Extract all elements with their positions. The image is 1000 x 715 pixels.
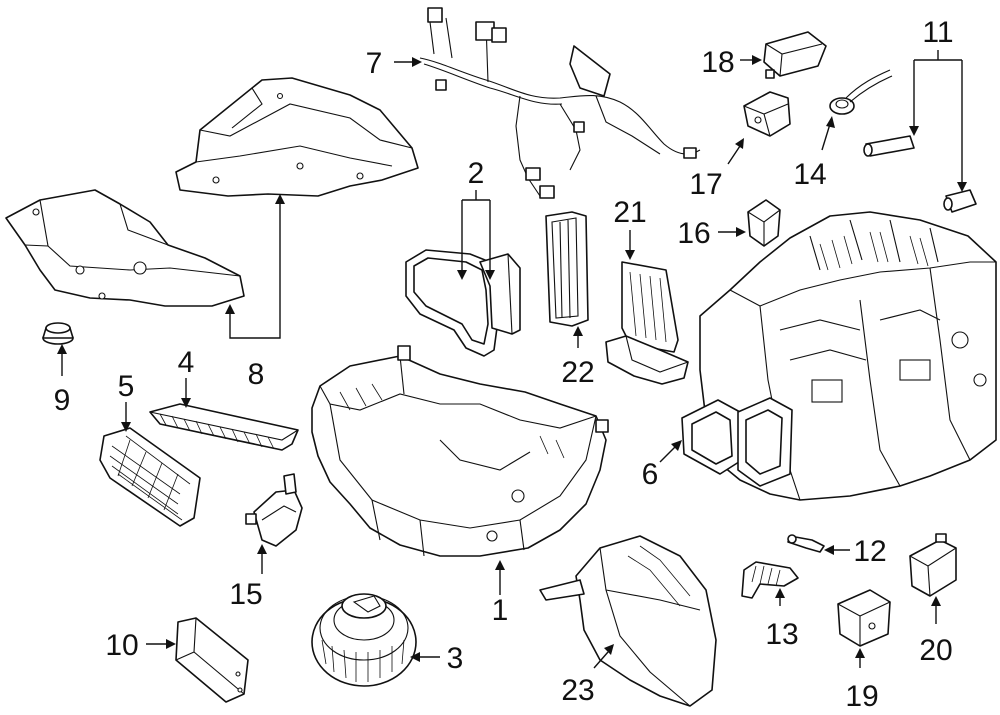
part-12-sensor — [787, 534, 825, 553]
callout-5: 5 — [118, 370, 135, 403]
part-8-heat-shield-lower — [5, 189, 245, 307]
part-15-actuator — [245, 473, 303, 547]
part-1-hvac-lower-housing — [311, 345, 609, 557]
part-19-actuator — [837, 589, 891, 647]
part-13-drain-hose — [741, 561, 799, 599]
callout-8: 8 — [248, 358, 265, 391]
callout-11: 11 — [922, 16, 953, 49]
callout-21: 21 — [613, 196, 646, 229]
callout-12: 12 — [853, 535, 886, 568]
callout-9: 9 — [54, 384, 71, 417]
part-17-actuator — [743, 91, 791, 137]
part-4-cabin-filter — [149, 403, 299, 451]
callout-15: 15 — [229, 578, 262, 611]
part-3-blower-motor — [311, 593, 417, 687]
part-22-duct-seal — [545, 211, 589, 327]
callout-labels: 1 2 3 4 5 6 7 8 9 10 11 12 13 14 15 16 1… — [54, 16, 954, 713]
part-14-aspirator — [829, 69, 893, 115]
callout-23: 23 — [561, 674, 594, 707]
callout-17: 17 — [689, 168, 722, 201]
callout-2: 2 — [468, 157, 485, 190]
part-7-wiring-harness — [419, 7, 701, 199]
part-11-temperature-sensors — [863, 135, 977, 213]
part-23-lower-case — [539, 535, 717, 707]
callout-14: 14 — [793, 158, 826, 191]
part-2-seal-gasket — [405, 249, 521, 357]
part-5-filter-door — [99, 427, 201, 527]
part-18-sensor-module — [763, 31, 827, 79]
callout-10: 10 — [105, 629, 138, 662]
part-9-grommet — [42, 322, 74, 345]
part-20-actuator — [909, 533, 957, 597]
part-21-evaporator — [605, 261, 689, 385]
callout-20: 20 — [919, 634, 952, 667]
callout-6: 6 — [642, 458, 659, 491]
callout-1: 1 — [492, 594, 509, 627]
callout-4: 4 — [178, 346, 195, 379]
part-10-control-module — [175, 617, 249, 703]
leader-lines — [57, 50, 967, 669]
callout-19: 19 — [845, 680, 878, 713]
part-16-actuator — [747, 199, 781, 247]
part-8-heat-shield-upper — [175, 77, 419, 197]
callout-22: 22 — [561, 356, 594, 389]
part-6-hvac-case-assembly — [681, 211, 997, 501]
callout-16: 16 — [677, 217, 710, 250]
callout-3: 3 — [447, 642, 464, 675]
callout-7: 7 — [366, 47, 383, 80]
callout-13: 13 — [765, 618, 798, 651]
callout-18: 18 — [701, 46, 734, 79]
